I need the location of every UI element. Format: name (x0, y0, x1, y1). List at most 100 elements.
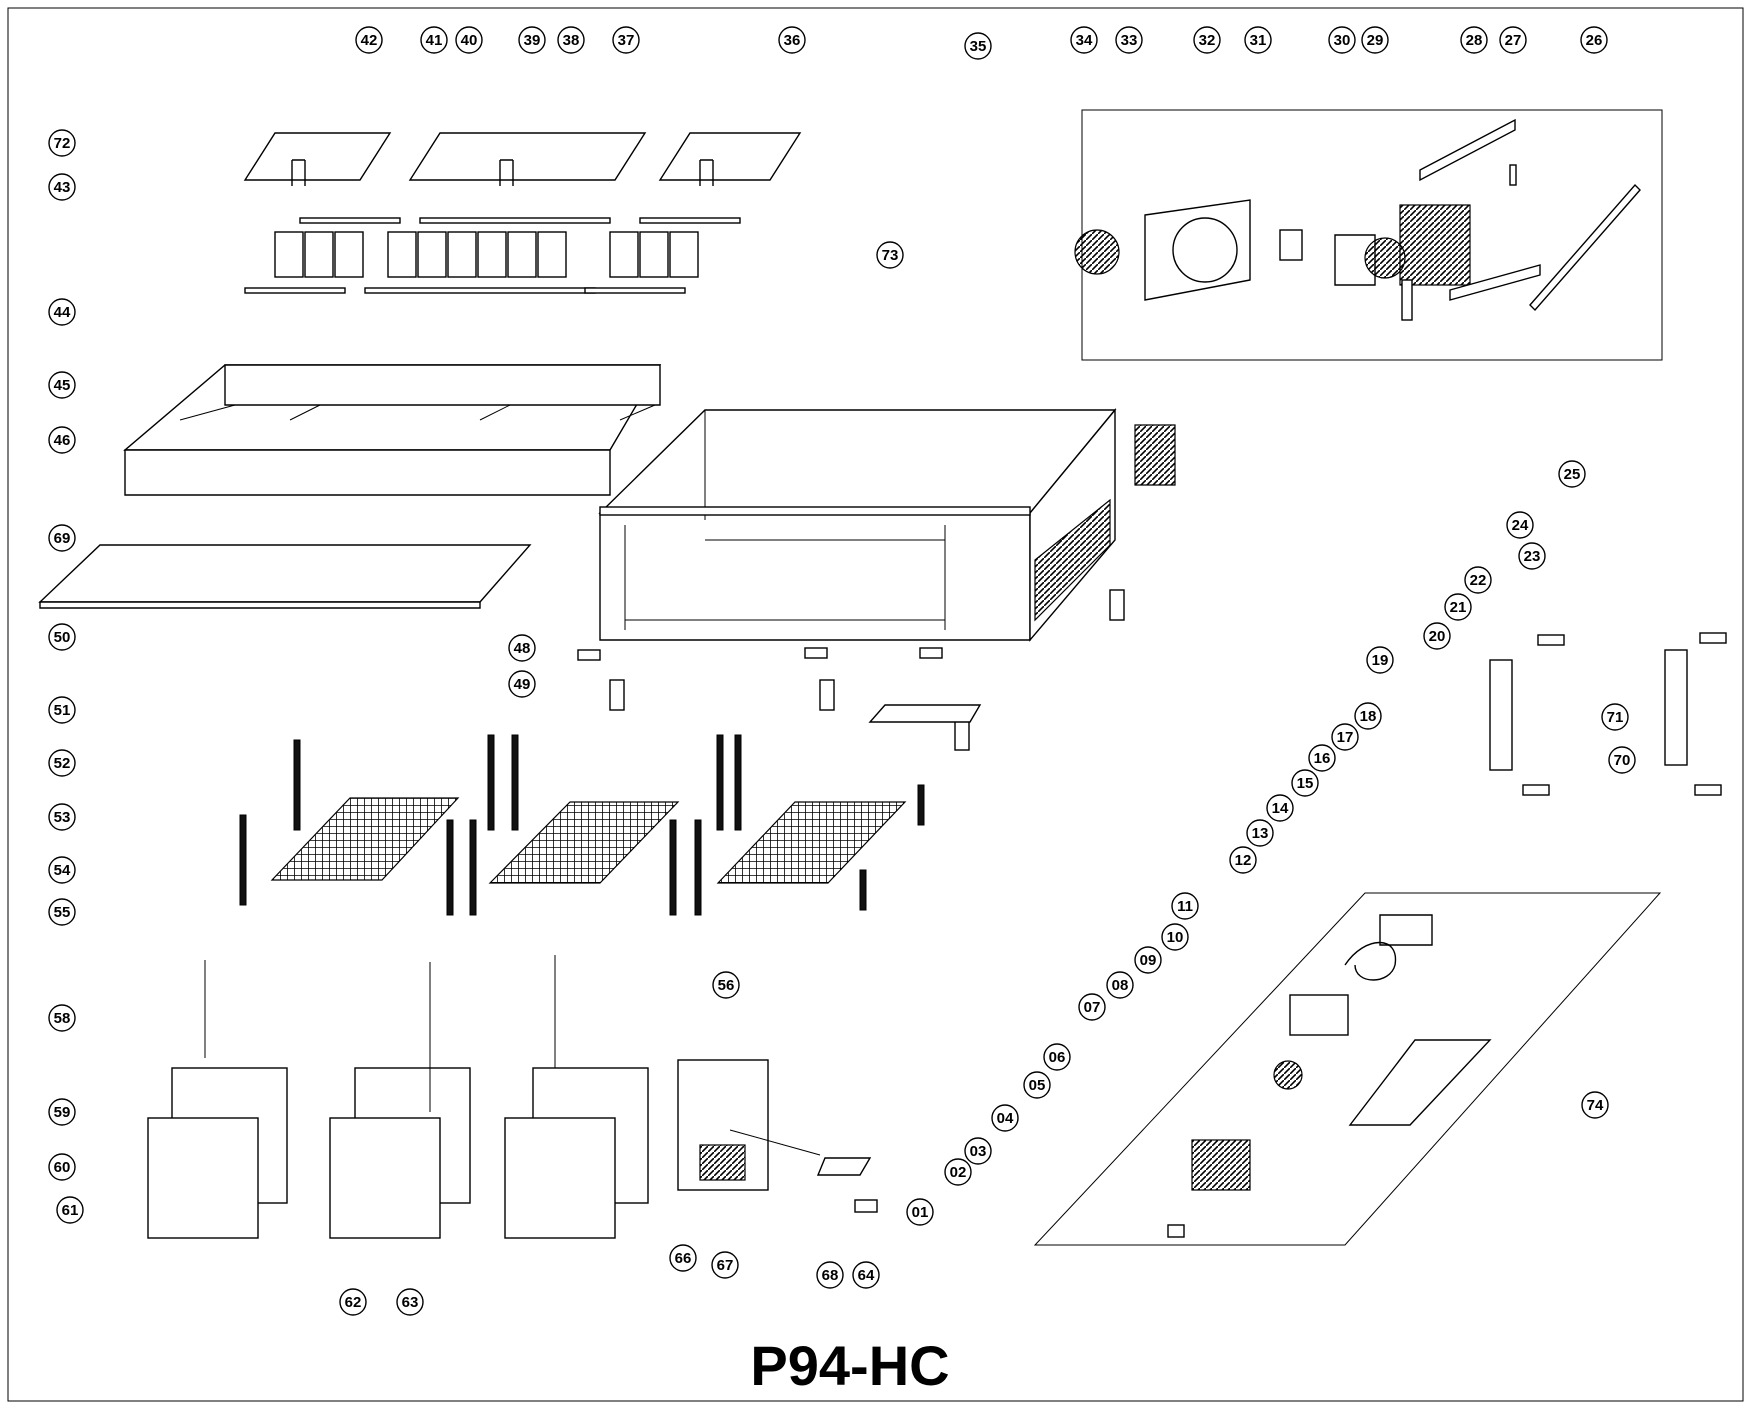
callout-38: 38 (557, 26, 585, 54)
cutting-board (38, 544, 532, 609)
callout-bubble (48, 524, 76, 552)
callout-number: 05 (1029, 1077, 1046, 1094)
callout-number: 30 (1334, 32, 1351, 49)
callout-bubble (56, 1196, 84, 1224)
callout-number: 11 (1177, 898, 1193, 915)
callout-number: 33 (1121, 32, 1138, 49)
callout-number: 39 (524, 32, 541, 49)
callout-bubble (48, 803, 76, 831)
callout-03: 03 (964, 1137, 992, 1165)
callout-55: 55 (48, 898, 76, 926)
callout-20: 20 (1423, 622, 1451, 650)
callout-bubble (1229, 846, 1257, 874)
callout-bubble (518, 26, 546, 54)
callout-bubble (1244, 26, 1272, 54)
callout-number: 37 (618, 32, 635, 49)
callout-39: 39 (518, 26, 546, 54)
callout-54: 54 (48, 856, 76, 884)
callout-63: 63 (396, 1288, 424, 1316)
callout-bubble (455, 26, 483, 54)
callout-50: 50 (48, 623, 76, 651)
callout-28: 28 (1460, 26, 1488, 54)
callout-number: 18 (1360, 708, 1377, 725)
callout-bubble (612, 26, 640, 54)
callout-number: 25 (1564, 466, 1581, 483)
callout-02: 02 (944, 1158, 972, 1186)
callout-35: 35 (964, 32, 992, 60)
callout-bubble (711, 1251, 739, 1279)
callout-bubble (1043, 1043, 1071, 1071)
callout-bubble (1580, 26, 1608, 54)
callout-bubble (1608, 746, 1636, 774)
callout-42: 42 (355, 26, 383, 54)
callout-06: 06 (1043, 1043, 1071, 1071)
callout-bubble (48, 173, 76, 201)
callout-64: 64 (852, 1261, 880, 1289)
callout-07: 07 (1078, 993, 1106, 1021)
callout-24: 24 (1506, 511, 1534, 539)
callout-41: 41 (420, 26, 448, 54)
evaporator-kit (1074, 109, 1663, 361)
callout-number: 09 (1140, 952, 1157, 969)
callout-bubble (508, 634, 536, 662)
callout-bubble (48, 898, 76, 926)
callout-bubble (1161, 923, 1189, 951)
callout-bubble (339, 1288, 367, 1316)
callout-number: 66 (675, 1250, 692, 1267)
callout-bubble (508, 670, 536, 698)
callout-27: 27 (1499, 26, 1527, 54)
callout-bubble (1328, 26, 1356, 54)
callout-71: 71 (1601, 703, 1629, 731)
callout-number: 49 (514, 676, 531, 693)
callout-bubble (1070, 26, 1098, 54)
callout-number: 35 (970, 38, 987, 55)
model-title: P94-HC (750, 1334, 949, 1397)
callout-59: 59 (48, 1098, 76, 1126)
callout-bubble (1023, 1071, 1051, 1099)
callout-number: 08 (1112, 977, 1129, 994)
callout-number: 15 (1297, 775, 1314, 792)
callout-number: 59 (54, 1104, 71, 1121)
callout-number: 71 (1607, 709, 1624, 726)
cabinet-body (598, 408, 1176, 642)
callout-72: 72 (48, 129, 76, 157)
callout-bubble (991, 1104, 1019, 1132)
worktop-frame (123, 364, 662, 496)
callout-68: 68 (816, 1261, 844, 1289)
callout-48: 48 (508, 634, 536, 662)
callout-number: 44 (54, 304, 71, 321)
callout-37: 37 (612, 26, 640, 54)
callout-bubble (557, 26, 585, 54)
callout-01: 01 (906, 1198, 934, 1226)
callout-number: 51 (54, 702, 71, 719)
callout-04: 04 (991, 1104, 1019, 1132)
callout-bubble (1464, 566, 1492, 594)
callout-bubble (1558, 460, 1586, 488)
callout-bubble (1266, 794, 1294, 822)
callout-bubble (48, 1098, 76, 1126)
callout-bubble (355, 26, 383, 54)
callout-bubble (1366, 646, 1394, 674)
callout-number: 73 (882, 247, 899, 264)
callout-bubble (816, 1261, 844, 1289)
callout-15: 15 (1291, 769, 1319, 797)
callout-53: 53 (48, 803, 76, 831)
callout-number: 70 (1614, 752, 1631, 769)
shelf-supports (239, 734, 925, 916)
callout-69: 69 (48, 524, 76, 552)
callout-bubble (669, 1244, 697, 1272)
lid-assembly (243, 132, 802, 224)
callout-22: 22 (1464, 566, 1492, 594)
callout-number: 14 (1272, 800, 1289, 817)
callout-number: 34 (1076, 32, 1093, 49)
callout-number: 48 (514, 640, 531, 657)
callout-60: 60 (48, 1153, 76, 1181)
callout-number: 41 (426, 32, 443, 49)
callout-number: 06 (1049, 1049, 1066, 1066)
callout-bubble (1460, 26, 1488, 54)
callout-bubble (1308, 744, 1336, 772)
callout-layer: 0102030405060708091011121314151617181920… (48, 26, 1636, 1316)
callout-32: 32 (1193, 26, 1221, 54)
callout-bubble (1581, 1091, 1609, 1119)
